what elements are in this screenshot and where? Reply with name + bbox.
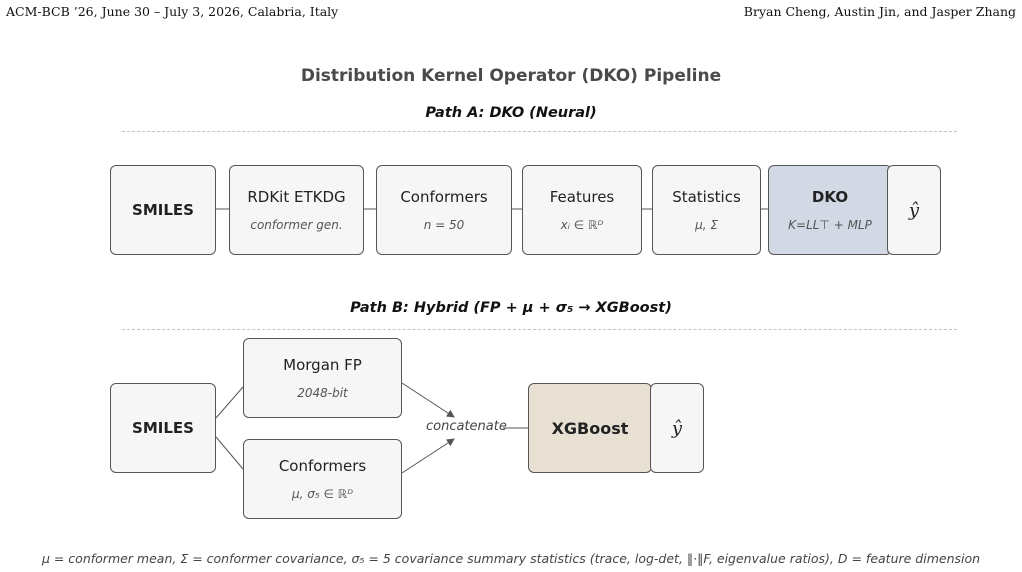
smiles-box-a: SMILES	[110, 165, 216, 255]
rdkit-label: RDKit ETKDG	[247, 188, 346, 206]
morgan-fp-box: Morgan FP 2048-bit	[243, 338, 402, 418]
path-b-title: Path B: Hybrid (FP + μ + σ₅ → XGBoost)	[350, 300, 672, 316]
conformers-label: Conformers	[400, 188, 488, 206]
rdkit-sublabel: conformer gen.	[250, 218, 343, 232]
statistics-box: Statistics μ, Σ	[652, 165, 761, 255]
y-hat-label: ŷ	[671, 417, 683, 439]
concatenate-label: concatenate	[426, 419, 507, 434]
smiles-label: SMILES	[132, 201, 194, 219]
path-b-divider	[122, 329, 957, 330]
xgboost-box: XGBoost	[528, 383, 652, 473]
dko-box: DKO K=LL⊤ + MLP	[768, 165, 892, 255]
figure-footnote: μ = conformer mean, Σ = conformer covari…	[41, 551, 981, 566]
xgboost-label: XGBoost	[551, 418, 629, 438]
conformers-box-a: Conformers n = 50	[376, 165, 512, 255]
conformers-sublabel: μ, σ₅ ∈ ℝᴰ	[291, 487, 354, 501]
output-box-a: ŷ	[887, 165, 941, 255]
features-sublabel: xᵢ ∈ ℝᴰ	[560, 218, 604, 232]
conformers-sublabel: n = 50	[423, 218, 465, 232]
smiles-box-b: SMILES	[110, 383, 216, 473]
figure-title: Distribution Kernel Operator (DKO) Pipel…	[300, 66, 722, 86]
arrow-morgan-concat	[401, 382, 455, 418]
connector-b-smiles-conformers	[215, 436, 244, 470]
running-header-authors: Bryan Cheng, Austin Jin, and Jasper Zhan…	[743, 4, 1016, 19]
output-box-b: ŷ	[650, 383, 704, 473]
features-label: Features	[549, 188, 615, 206]
statistics-sublabel: μ, Σ	[695, 218, 718, 232]
dko-sublabel: K=LL⊤ + MLP	[788, 218, 872, 232]
dko-label: DKO	[811, 188, 849, 206]
y-hat-label: ŷ	[908, 199, 920, 221]
conformers-box-b: Conformers μ, σ₅ ∈ ℝᴰ	[243, 439, 402, 519]
smiles-label: SMILES	[132, 419, 194, 437]
path-a-divider	[122, 131, 957, 132]
path-a-title: Path A: DKO (Neural)	[425, 105, 597, 121]
rdkit-etkdg-box: RDKit ETKDG conformer gen.	[229, 165, 364, 255]
connector-b-smiles-morgan	[215, 386, 244, 419]
features-box: Features xᵢ ∈ ℝᴰ	[522, 165, 642, 255]
morgan-sublabel: 2048-bit	[297, 386, 348, 400]
statistics-label: Statistics	[672, 188, 741, 206]
conformers-label: Conformers	[278, 457, 367, 475]
morgan-label: Morgan FP	[283, 356, 362, 374]
running-header-venue: ACM-BCB ’26, June 30 – July 3, 2026, Cal…	[6, 4, 339, 19]
arrow-conformers-concat	[401, 438, 455, 474]
